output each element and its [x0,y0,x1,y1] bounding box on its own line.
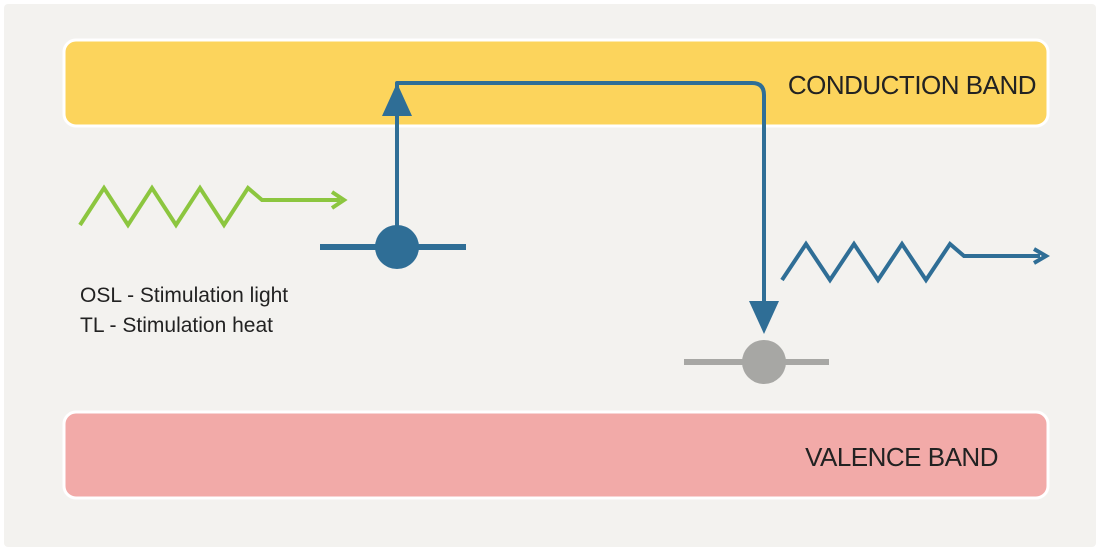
arrow-down-icon [749,301,779,334]
conduction-band-label: CONDUCTION BAND [788,70,1036,100]
recombination-center [684,340,829,384]
trapped-electron [375,225,419,269]
stimulation-wave-icon [78,184,348,229]
legend-tl: TL - Stimulation heat [80,314,273,337]
valence-band [62,410,1050,500]
emission-wave-icon [780,240,1050,284]
valence-band-label: VALENCE BAND [805,442,998,472]
recombination-hole [742,340,786,384]
arrow-up-icon [382,83,412,116]
legend-osl: OSL - Stimulation light [80,284,288,307]
electron-transition-path [382,81,779,334]
electron-trap [320,225,466,269]
